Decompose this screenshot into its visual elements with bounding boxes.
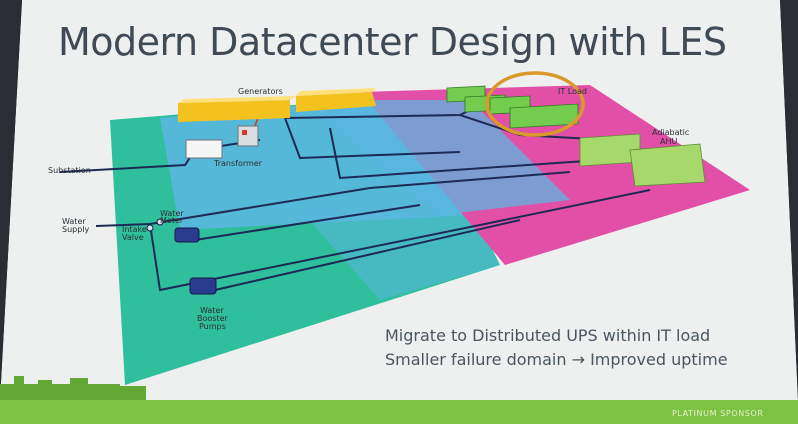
booster-label-2: Booster xyxy=(197,314,228,323)
intake-valve-label-1: Intake xyxy=(122,225,147,234)
water-supply-label-1: Water xyxy=(62,217,86,226)
it-load-racks xyxy=(446,85,579,129)
booster-label-3: Pumps xyxy=(199,322,226,331)
booster-label-1: Water xyxy=(200,306,224,315)
message-line-1: Migrate to Distributed UPS within IT loa… xyxy=(385,326,711,345)
transformer-units xyxy=(185,125,259,159)
generator-units xyxy=(178,88,376,122)
water-meter-label-2: Meter xyxy=(160,216,184,225)
footer-bar xyxy=(0,400,798,424)
it-load-label: IT Load xyxy=(558,87,587,96)
water-supply-label-2: Supply xyxy=(62,225,90,234)
platinum-sponsor-label: PLATINUM SPONSOR xyxy=(672,409,764,418)
slide-title: Modern Datacenter Design with LES xyxy=(58,20,727,64)
generators-label: Generators xyxy=(238,87,283,96)
slide-vignette-left xyxy=(0,0,22,400)
ahu-label: AHU xyxy=(660,137,678,146)
it-load-highlight-ring xyxy=(485,71,585,137)
adiabatic-ahu-units xyxy=(579,133,706,187)
adiabatic-label: Adiabatic xyxy=(652,128,690,137)
water-equipment xyxy=(146,218,217,295)
intake-valve-label-2: Valve xyxy=(122,233,144,242)
substation-label: Substation xyxy=(48,166,91,175)
blue-zone-lower xyxy=(300,210,500,300)
message-line-2: Smaller failure domain → Improved uptime xyxy=(385,350,728,369)
city-skyline-logo xyxy=(0,376,146,400)
slide-vignette-right xyxy=(780,0,798,400)
blue-zone-right xyxy=(300,100,570,215)
water-meter-label-1: Water xyxy=(160,209,184,218)
transformer-label: Transformer xyxy=(214,159,263,168)
